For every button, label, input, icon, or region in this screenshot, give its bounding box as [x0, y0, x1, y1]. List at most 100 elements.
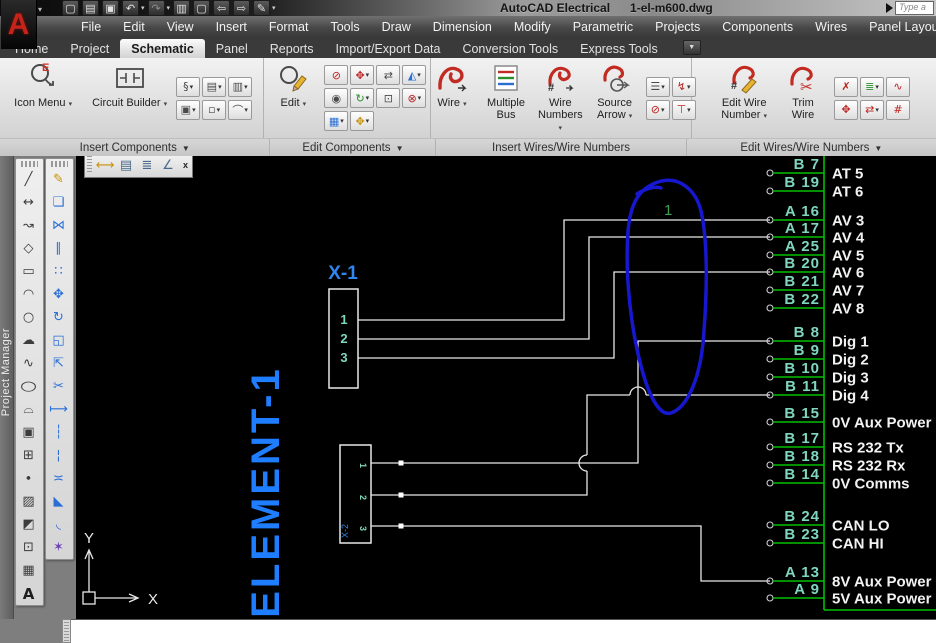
undo-icon[interactable]: ↶ — [122, 0, 139, 16]
dropdown-caret-icon[interactable]: ▾ — [686, 82, 691, 91]
wire-x2-pin1[interactable] — [371, 340, 770, 464]
spline-icon[interactable]: ∿ — [23, 356, 34, 371]
search-input[interactable]: Type a — [895, 0, 934, 15]
tab-schematic[interactable]: Schematic — [120, 39, 205, 58]
wire-x1-pin1[interactable] — [358, 219, 770, 321]
dropdown-caret-icon[interactable]: ▾ — [216, 105, 221, 114]
menu-wires[interactable]: Wires — [815, 20, 848, 34]
markup-annotation[interactable]: 1 — [625, 178, 709, 416]
polygon-icon[interactable]: ◇ — [23, 241, 34, 256]
rectangle-icon[interactable]: ▭ — [22, 264, 35, 279]
dropdown-caret-icon[interactable]: ▾ — [189, 82, 194, 91]
region-icon[interactable]: ⊡ — [23, 540, 34, 555]
dropdown-caret-icon[interactable]: ▾ — [660, 105, 665, 114]
tab-import-export-data[interactable]: Import/Export Data — [335, 42, 441, 56]
toolbar-grip[interactable] — [51, 161, 68, 167]
menu-draw[interactable]: Draw — [381, 20, 411, 34]
dropdown-caret-icon[interactable]: ▾ — [244, 82, 248, 91]
menu-edit[interactable]: Edit — [123, 20, 145, 34]
copy-icon[interactable]: ❏ — [52, 195, 65, 210]
grip-point[interactable] — [398, 523, 404, 529]
dropdown-caret-icon[interactable]: ▾ — [365, 94, 370, 102]
close-icon[interactable]: x — [183, 160, 189, 170]
panel-label-insert-wires[interactable]: Insert Wires/Wire Numbers — [436, 139, 687, 157]
wire-type-icon[interactable]: ⊘▾ — [645, 99, 670, 120]
table-icon[interactable]: ▦ — [22, 563, 35, 578]
dropdown-caret-icon[interactable]: ▾ — [141, 5, 145, 12]
wire-x2-pin2[interactable] — [371, 394, 770, 496]
grip-point[interactable] — [398, 460, 404, 466]
toggle-no-nc-icon[interactable]: ⌒▾ — [228, 99, 253, 120]
back-arrow-icon[interactable]: ⇦ — [213, 0, 231, 16]
delete-component-icon[interactable]: ⊘ — [324, 65, 349, 85]
menu-projects[interactable]: Projects — [655, 20, 701, 34]
wire-gap-icon[interactable]: ↯▾ — [671, 76, 696, 97]
fillet-icon[interactable]: ◟ — [55, 517, 62, 532]
tab-panel[interactable]: Panel — [215, 42, 248, 56]
terminal-row[interactable]: B 7AT 5 — [766, 156, 863, 183]
ellipse-icon[interactable]: ○ — [19, 379, 38, 394]
quickcalc-icon[interactable]: ▤ — [119, 157, 133, 173]
gradient-icon[interactable]: ◩ — [22, 517, 35, 532]
align-icon[interactable]: ⇄ — [376, 65, 401, 85]
join-icon[interactable]: ≍ — [53, 471, 64, 486]
trim-icon[interactable]: ✂ — [53, 379, 64, 394]
dropdown-caret-icon[interactable]: ▾ — [340, 117, 344, 125]
connector-x1[interactable]: X-1 123 — [328, 263, 359, 389]
tab-reports[interactable]: Reports — [269, 42, 314, 56]
insert-panel-icon[interactable]: ▤▾ — [202, 76, 227, 97]
dropdown-caret-icon[interactable]: ▾ — [218, 82, 222, 91]
dropdown-caret-icon[interactable]: ▾ — [687, 105, 691, 114]
tab-project[interactable]: Project — [70, 42, 110, 56]
mtext-icon[interactable]: A — [22, 584, 35, 603]
grip-point[interactable] — [398, 492, 404, 498]
wire-x1-pin2[interactable] — [358, 236, 770, 340]
panel-caret-icon[interactable]: ▼ — [874, 143, 883, 153]
menu-insert[interactable]: Insert — [215, 20, 247, 34]
explode-icon[interactable]: ✶ — [53, 540, 64, 555]
wire-x2-pin3[interactable] — [371, 525, 770, 582]
break-at-point-icon[interactable]: ┆ — [54, 425, 63, 440]
save-icon[interactable]: ▣ — [102, 0, 119, 16]
wire-arrow-icon[interactable]: ⊤▾ — [671, 99, 696, 120]
move-wire-number-icon[interactable]: ✥ — [834, 99, 858, 120]
forward-arrow-icon[interactable]: ⇨ — [233, 0, 251, 16]
toolbar-grip[interactable] — [21, 161, 38, 167]
make-block-icon[interactable]: ⊞ — [23, 448, 34, 463]
infocenter-expand-icon[interactable] — [886, 2, 893, 13]
construction-line-icon[interactable]: ↔ — [23, 195, 34, 210]
erase-icon[interactable]: ✎ — [53, 172, 64, 187]
dropdown-caret-icon[interactable]: ▾ — [417, 71, 421, 79]
move-icon[interactable]: ✥ — [53, 287, 64, 302]
menu-modify[interactable]: Modify — [513, 20, 551, 34]
icon-builder-icon[interactable]: ▣▾ — [176, 99, 201, 120]
menu-tools[interactable]: Tools — [330, 20, 360, 34]
circuit-builder-button[interactable]: Circuit Builder ▾ — [89, 59, 170, 137]
dropdown-caret-icon[interactable]: ▾ — [417, 94, 422, 102]
dropdown-caret-icon[interactable]: ▾ — [875, 82, 879, 91]
qnew-icon[interactable]: ▢ — [62, 0, 79, 16]
stretch-icon[interactable]: ⇱ — [53, 356, 64, 371]
dropdown-caret-icon[interactable]: ▾ — [365, 71, 370, 79]
circuit-clipboard-icon[interactable]: ▦▾ — [324, 111, 349, 131]
move-component-icon[interactable]: ⊡ — [376, 88, 401, 108]
delete-wire-number-icon[interactable]: ✗ — [834, 76, 858, 97]
panel-caret-icon[interactable]: ▼ — [395, 143, 404, 153]
chamfer-icon[interactable]: ◣ — [53, 494, 64, 509]
